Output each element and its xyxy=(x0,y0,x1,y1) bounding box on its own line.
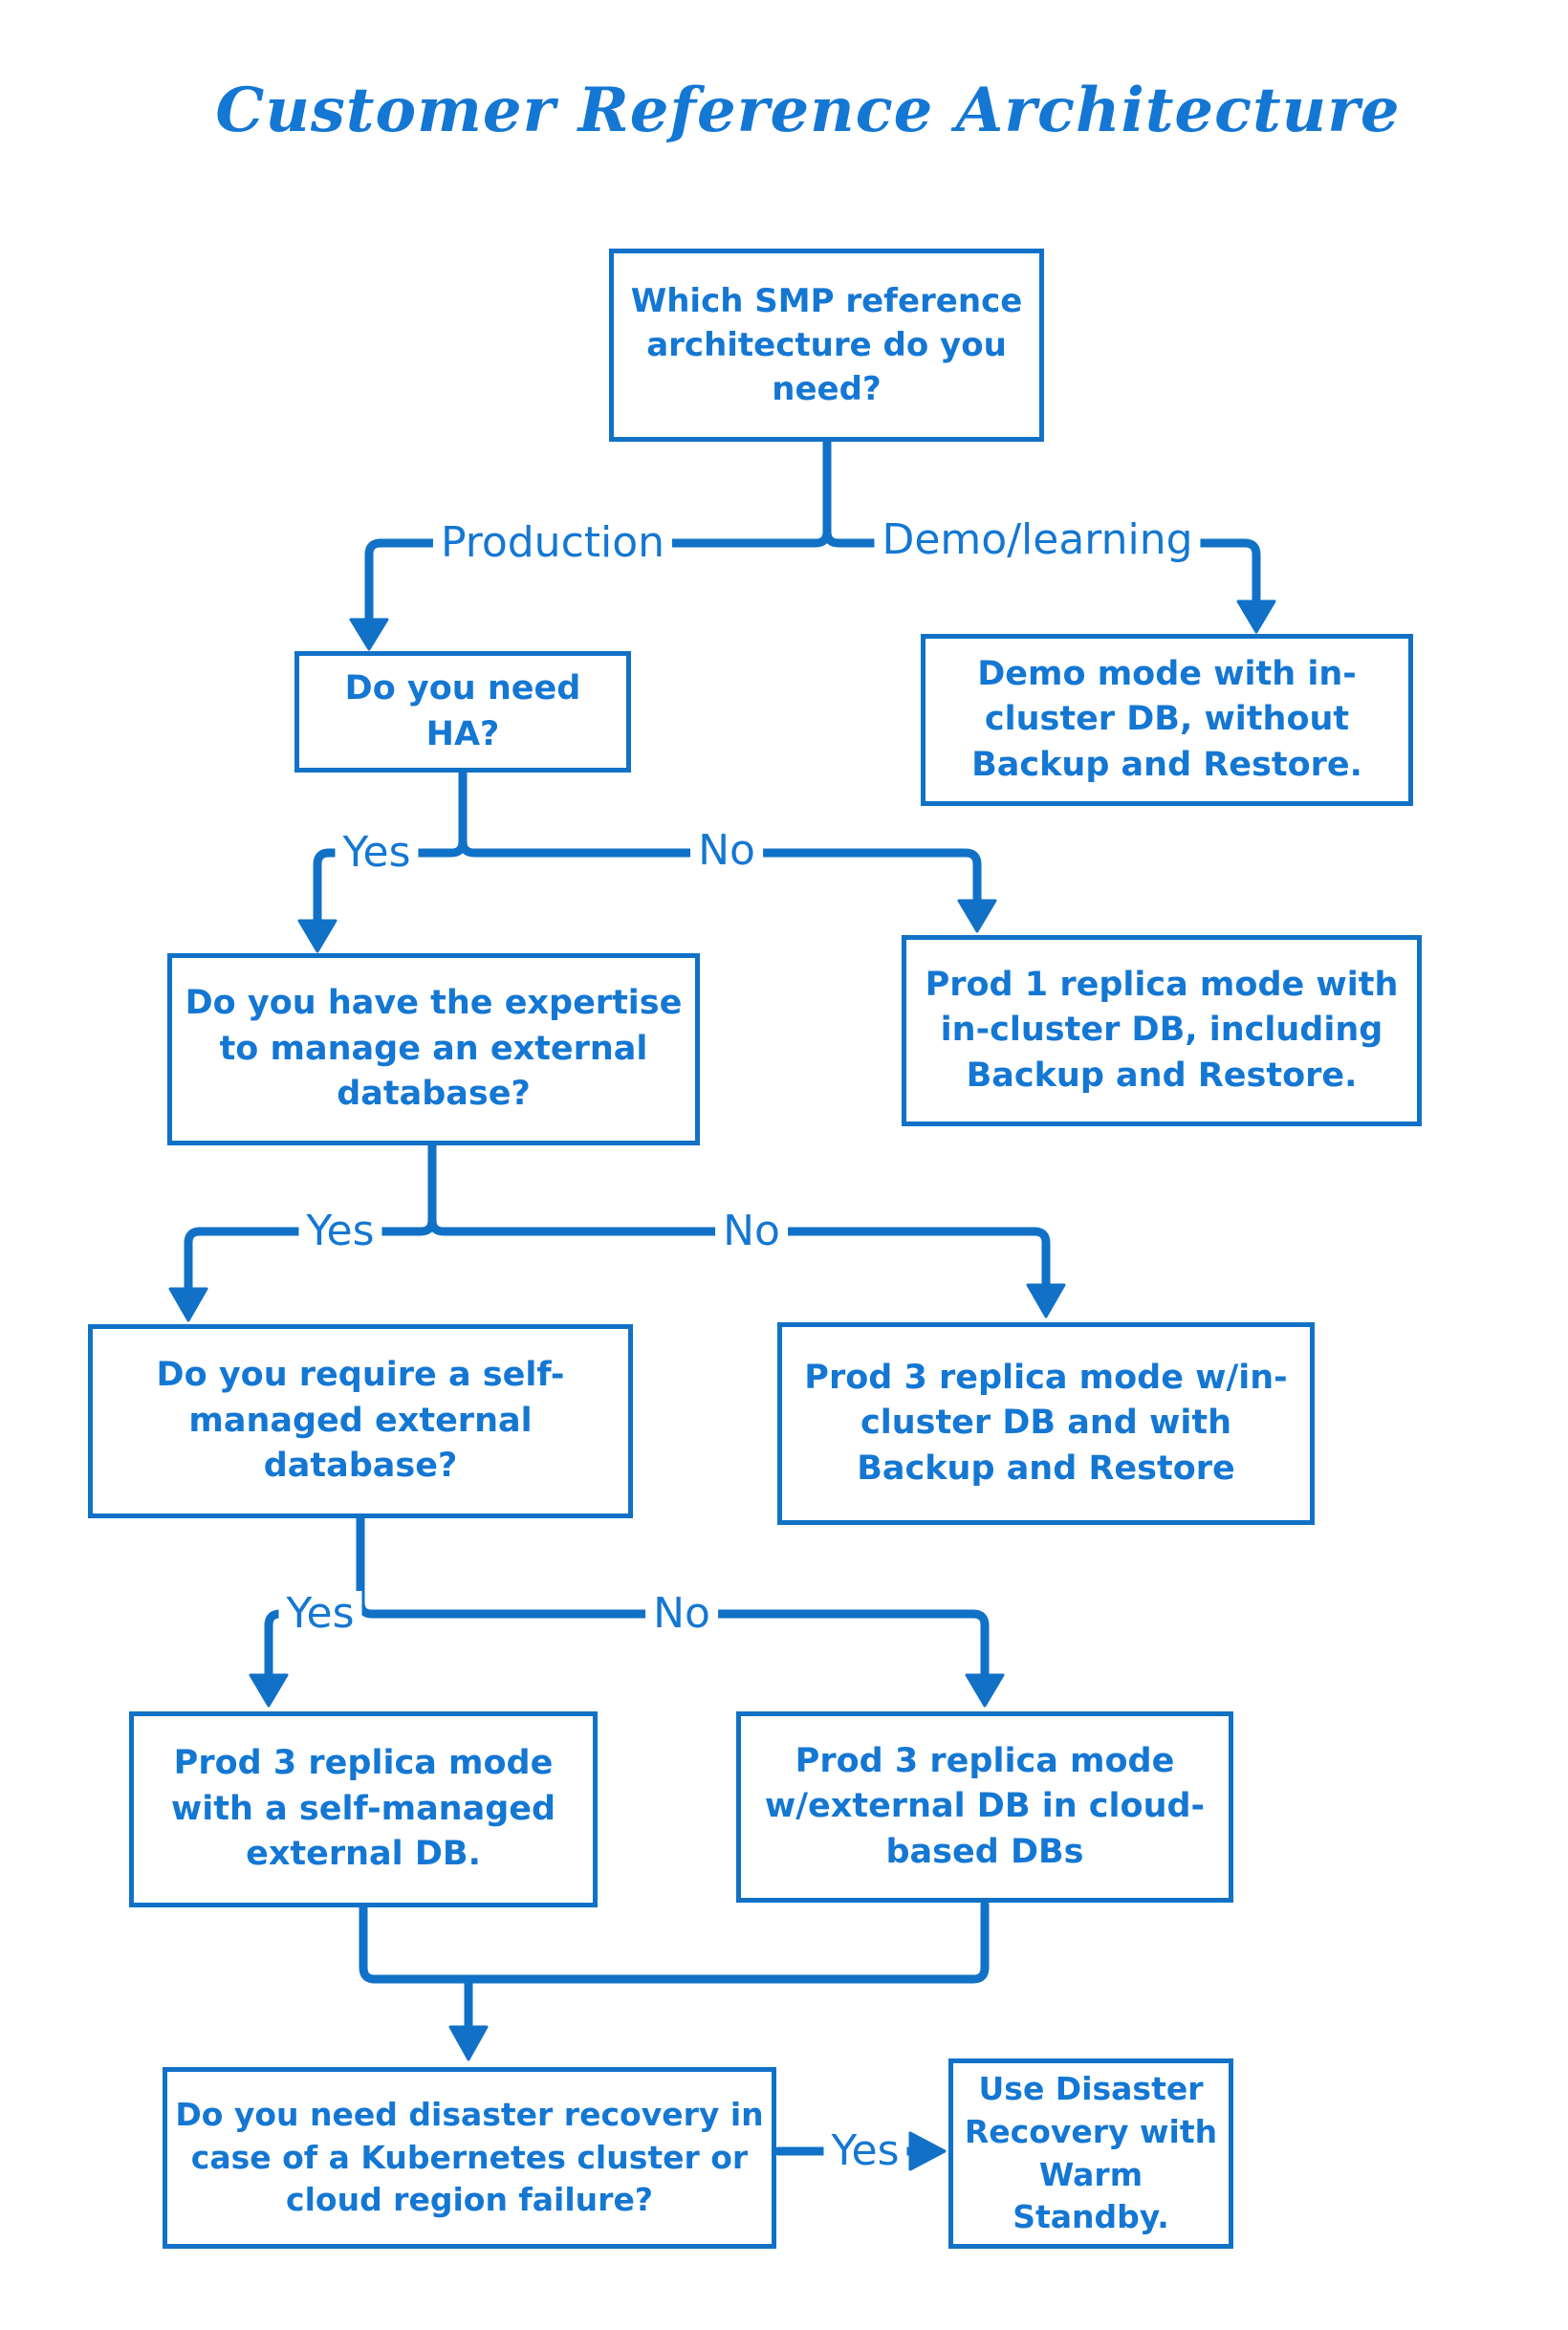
edge-label-self-managed-no: No xyxy=(645,1591,718,1637)
node-question-architecture: Which SMP reference architecture do you … xyxy=(609,249,1044,442)
node-question-ha: Do you need HA? xyxy=(294,651,631,773)
node-prod3-cloud: Prod 3 replica mode w/external DB in clo… xyxy=(736,1711,1233,1903)
page-title: Customer Reference Architecture xyxy=(215,75,1401,146)
edge-label-expertise-yes: Yes xyxy=(298,1209,382,1254)
node-question-expertise: Do you have the expertise to manage an e… xyxy=(167,953,700,1145)
edge-merge-to-dr xyxy=(359,1900,990,2061)
arrow-down-self-no xyxy=(965,1673,1005,1708)
arrow-down-merge xyxy=(448,2025,489,2061)
node-prod3-self-managed: Prod 3 replica mode with a self-managed … xyxy=(129,1711,598,1907)
arrow-down-self-yes xyxy=(249,1673,289,1708)
node-prod3-incluster: Prod 3 replica mode w/in-cluster DB and … xyxy=(777,1322,1315,1525)
edge-label-ha-no: No xyxy=(690,828,763,874)
node-dr-warm-standby: Use Disaster Recovery with Warm Standby. xyxy=(948,2058,1233,2249)
arrow-down-demo xyxy=(1236,599,1276,634)
arrow-down-expertise-yes xyxy=(168,1287,208,1322)
arrow-down-ha-yes xyxy=(297,919,338,953)
edge-label-production: Production xyxy=(432,520,673,566)
edge-label-self-managed-yes: Yes xyxy=(278,1591,362,1637)
arrow-down-expertise-no xyxy=(1026,1283,1066,1318)
node-question-disaster-recovery: Do you need disaster recovery in case of… xyxy=(163,2067,776,2249)
node-prod1-incluster: Prod 1 replica mode with in-cluster DB, … xyxy=(902,935,1422,1126)
arrow-right-dr-yes xyxy=(908,2131,947,2171)
edge-label-demo-learning: Demo/learning xyxy=(874,517,1201,563)
node-question-self-managed: Do you require a self-managed external d… xyxy=(88,1324,633,1518)
edge-self-managed-split xyxy=(249,1513,1005,1708)
node-demo-mode: Demo mode with in-cluster DB, without Ba… xyxy=(921,634,1413,806)
edge-label-dr-yes: Yes xyxy=(823,2128,907,2174)
edge-label-expertise-no: No xyxy=(715,1209,788,1254)
edge-label-ha-yes: Yes xyxy=(335,830,419,876)
arrow-down-production xyxy=(349,618,389,651)
arrow-down-ha-no xyxy=(957,899,997,933)
